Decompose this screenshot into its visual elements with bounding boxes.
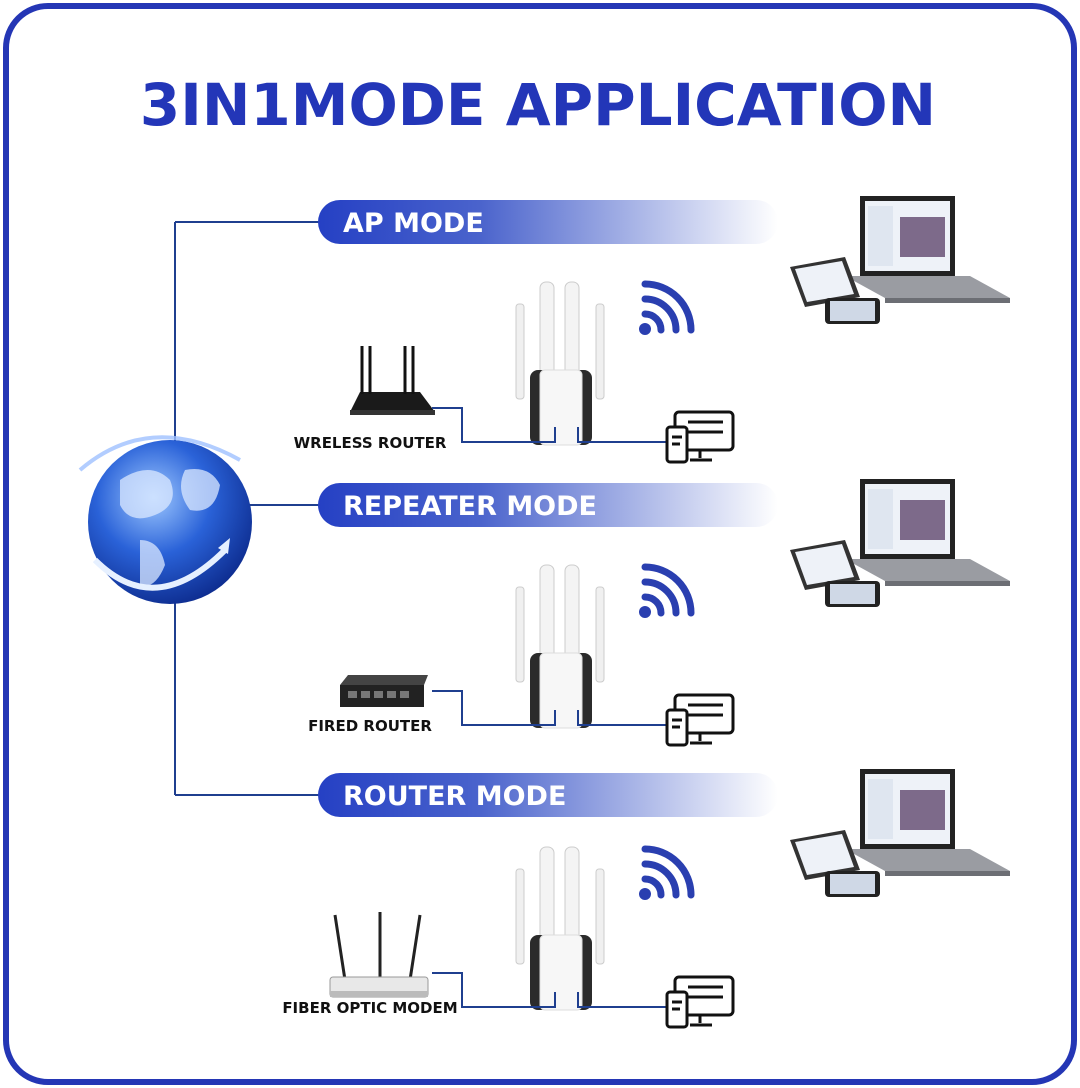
mode-section: AP MODE bbox=[294, 196, 1010, 464]
mode-section: ROUTER MODE bbox=[282, 769, 1010, 1029]
source-device-label: WRELESS ROUTER bbox=[294, 434, 447, 452]
page-title: 3IN1MODE APPLICATION bbox=[140, 71, 936, 139]
mode-label: ROUTER MODE bbox=[343, 781, 566, 812]
wireless-router-icon bbox=[350, 346, 435, 415]
wifi-extender-icon bbox=[515, 564, 605, 729]
wifi-extender-icon bbox=[515, 846, 605, 1011]
mode-pill bbox=[318, 483, 778, 527]
wifi-signal-icon bbox=[639, 563, 695, 618]
mode-section: REPEATER MODE bbox=[308, 479, 1010, 747]
laptop-tablet-phone-icon bbox=[790, 479, 1010, 607]
cable-line bbox=[432, 690, 667, 726]
client-devices-icon bbox=[665, 693, 735, 747]
fiber-modem-icon bbox=[329, 912, 429, 998]
mode-pill bbox=[318, 773, 778, 817]
wifi-signal-icon bbox=[639, 845, 695, 900]
source-device-label: FIBER OPTIC MODEM bbox=[282, 999, 457, 1017]
cable-line bbox=[432, 972, 667, 1008]
source-device-label: FIRED ROUTER bbox=[308, 717, 432, 735]
wired-switch-icon bbox=[340, 675, 428, 707]
mode-label: REPEATER MODE bbox=[343, 491, 597, 522]
mode-label: AP MODE bbox=[343, 208, 484, 239]
cable-line bbox=[432, 407, 667, 443]
client-devices-icon bbox=[665, 975, 735, 1029]
laptop-tablet-phone-icon bbox=[790, 769, 1010, 897]
frame-border bbox=[3, 3, 1077, 1085]
wifi-signal-icon bbox=[639, 280, 695, 335]
globe-icon bbox=[78, 435, 252, 604]
mode-pill bbox=[318, 200, 778, 244]
client-devices-icon bbox=[665, 410, 735, 464]
wifi-extender-icon bbox=[515, 281, 605, 446]
laptop-tablet-phone-icon bbox=[790, 196, 1010, 324]
